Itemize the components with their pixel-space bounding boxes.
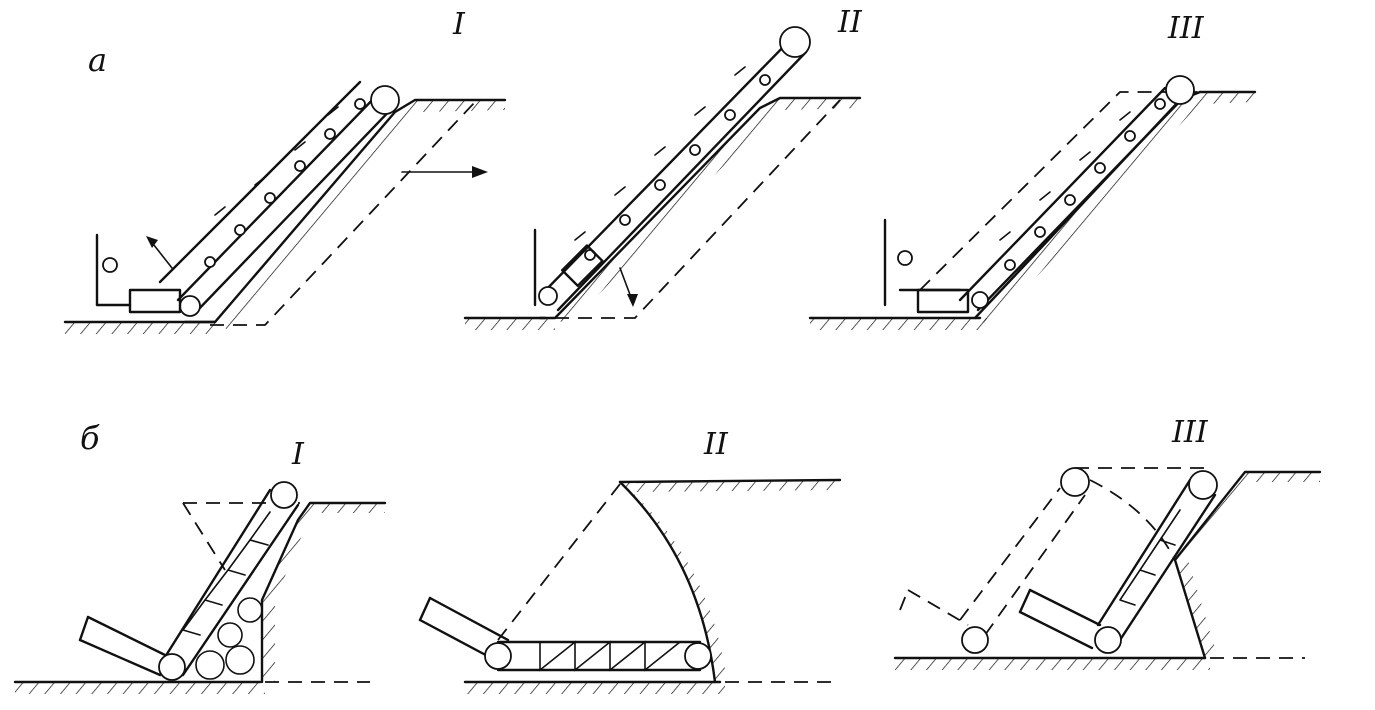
boom-rail-lower bbox=[194, 100, 400, 314]
panel-a-I bbox=[63, 80, 507, 334]
head-drum bbox=[779, 26, 811, 58]
panel-label-bottom-III: III bbox=[1172, 415, 1208, 450]
row-label-a: а bbox=[88, 41, 108, 79]
head-drum bbox=[370, 85, 400, 115]
pulley bbox=[102, 257, 118, 273]
boom-rail-left bbox=[158, 488, 272, 667]
tail-drum bbox=[179, 295, 201, 317]
conveyor-top bbox=[1028, 588, 1102, 627]
panel-label-top-III: III bbox=[1168, 11, 1204, 46]
future-slope-dashed bbox=[555, 99, 841, 319]
panel-label-bottom-II: II bbox=[704, 427, 728, 462]
boom-rail-lower bbox=[976, 94, 1187, 312]
boom-rail-left bbox=[1096, 478, 1192, 627]
ground-hatch bbox=[65, 322, 215, 334]
rock-pile bbox=[195, 597, 263, 680]
panel-label-top-II: II bbox=[838, 5, 862, 40]
conveyor-bottom bbox=[78, 638, 162, 677]
conveyor-top bbox=[428, 596, 510, 642]
panel-b-III bbox=[893, 467, 1322, 670]
boom-truss bbox=[1119, 509, 1181, 606]
boom-buckets bbox=[204, 98, 366, 268]
conveyor-top bbox=[86, 615, 167, 657]
boom-previous-dashed bbox=[959, 487, 1061, 621]
future-slope-dashed bbox=[210, 101, 476, 326]
arrowhead bbox=[472, 166, 488, 178]
panel-a-III bbox=[808, 75, 1257, 330]
boom-rail-upper bbox=[958, 86, 1167, 302]
tail-drum-previous bbox=[961, 626, 989, 654]
head-drum bbox=[270, 481, 298, 509]
panel-label-bottom-I: I bbox=[292, 437, 304, 472]
tail-drum bbox=[1094, 626, 1122, 654]
boom-rail-lower bbox=[556, 50, 808, 312]
row-label-b: б bbox=[80, 419, 100, 457]
head-drum bbox=[1165, 75, 1195, 105]
head-drum bbox=[684, 642, 712, 670]
boom-truss bbox=[539, 640, 681, 672]
boom-truss bbox=[182, 511, 271, 636]
tail-drum bbox=[971, 291, 989, 309]
machine-body bbox=[128, 288, 182, 314]
previous-slope-dashed bbox=[919, 91, 1205, 291]
boom-rail-upper bbox=[538, 38, 792, 298]
head-drum-previous bbox=[1060, 467, 1090, 497]
tail-drum bbox=[484, 642, 512, 670]
boom-rail-right bbox=[1118, 493, 1217, 642]
panel-b-II bbox=[418, 478, 842, 694]
tail-drum bbox=[538, 286, 558, 306]
slope-hatch bbox=[215, 100, 505, 330]
machine-body bbox=[561, 244, 604, 287]
slope-profile bbox=[183, 98, 507, 324]
head-drum bbox=[1188, 470, 1218, 500]
boom-buckets bbox=[999, 98, 1166, 271]
panel-label-top-I: I bbox=[453, 7, 465, 42]
swing-path-dashed bbox=[497, 483, 621, 641]
boom-buckets bbox=[574, 66, 771, 261]
tail-drum bbox=[158, 653, 186, 681]
boom-rail-right bbox=[181, 503, 300, 677]
machine-body bbox=[916, 288, 970, 314]
panel-b-I bbox=[13, 481, 387, 694]
pulley bbox=[897, 250, 913, 266]
panel-a-II bbox=[463, 26, 862, 330]
